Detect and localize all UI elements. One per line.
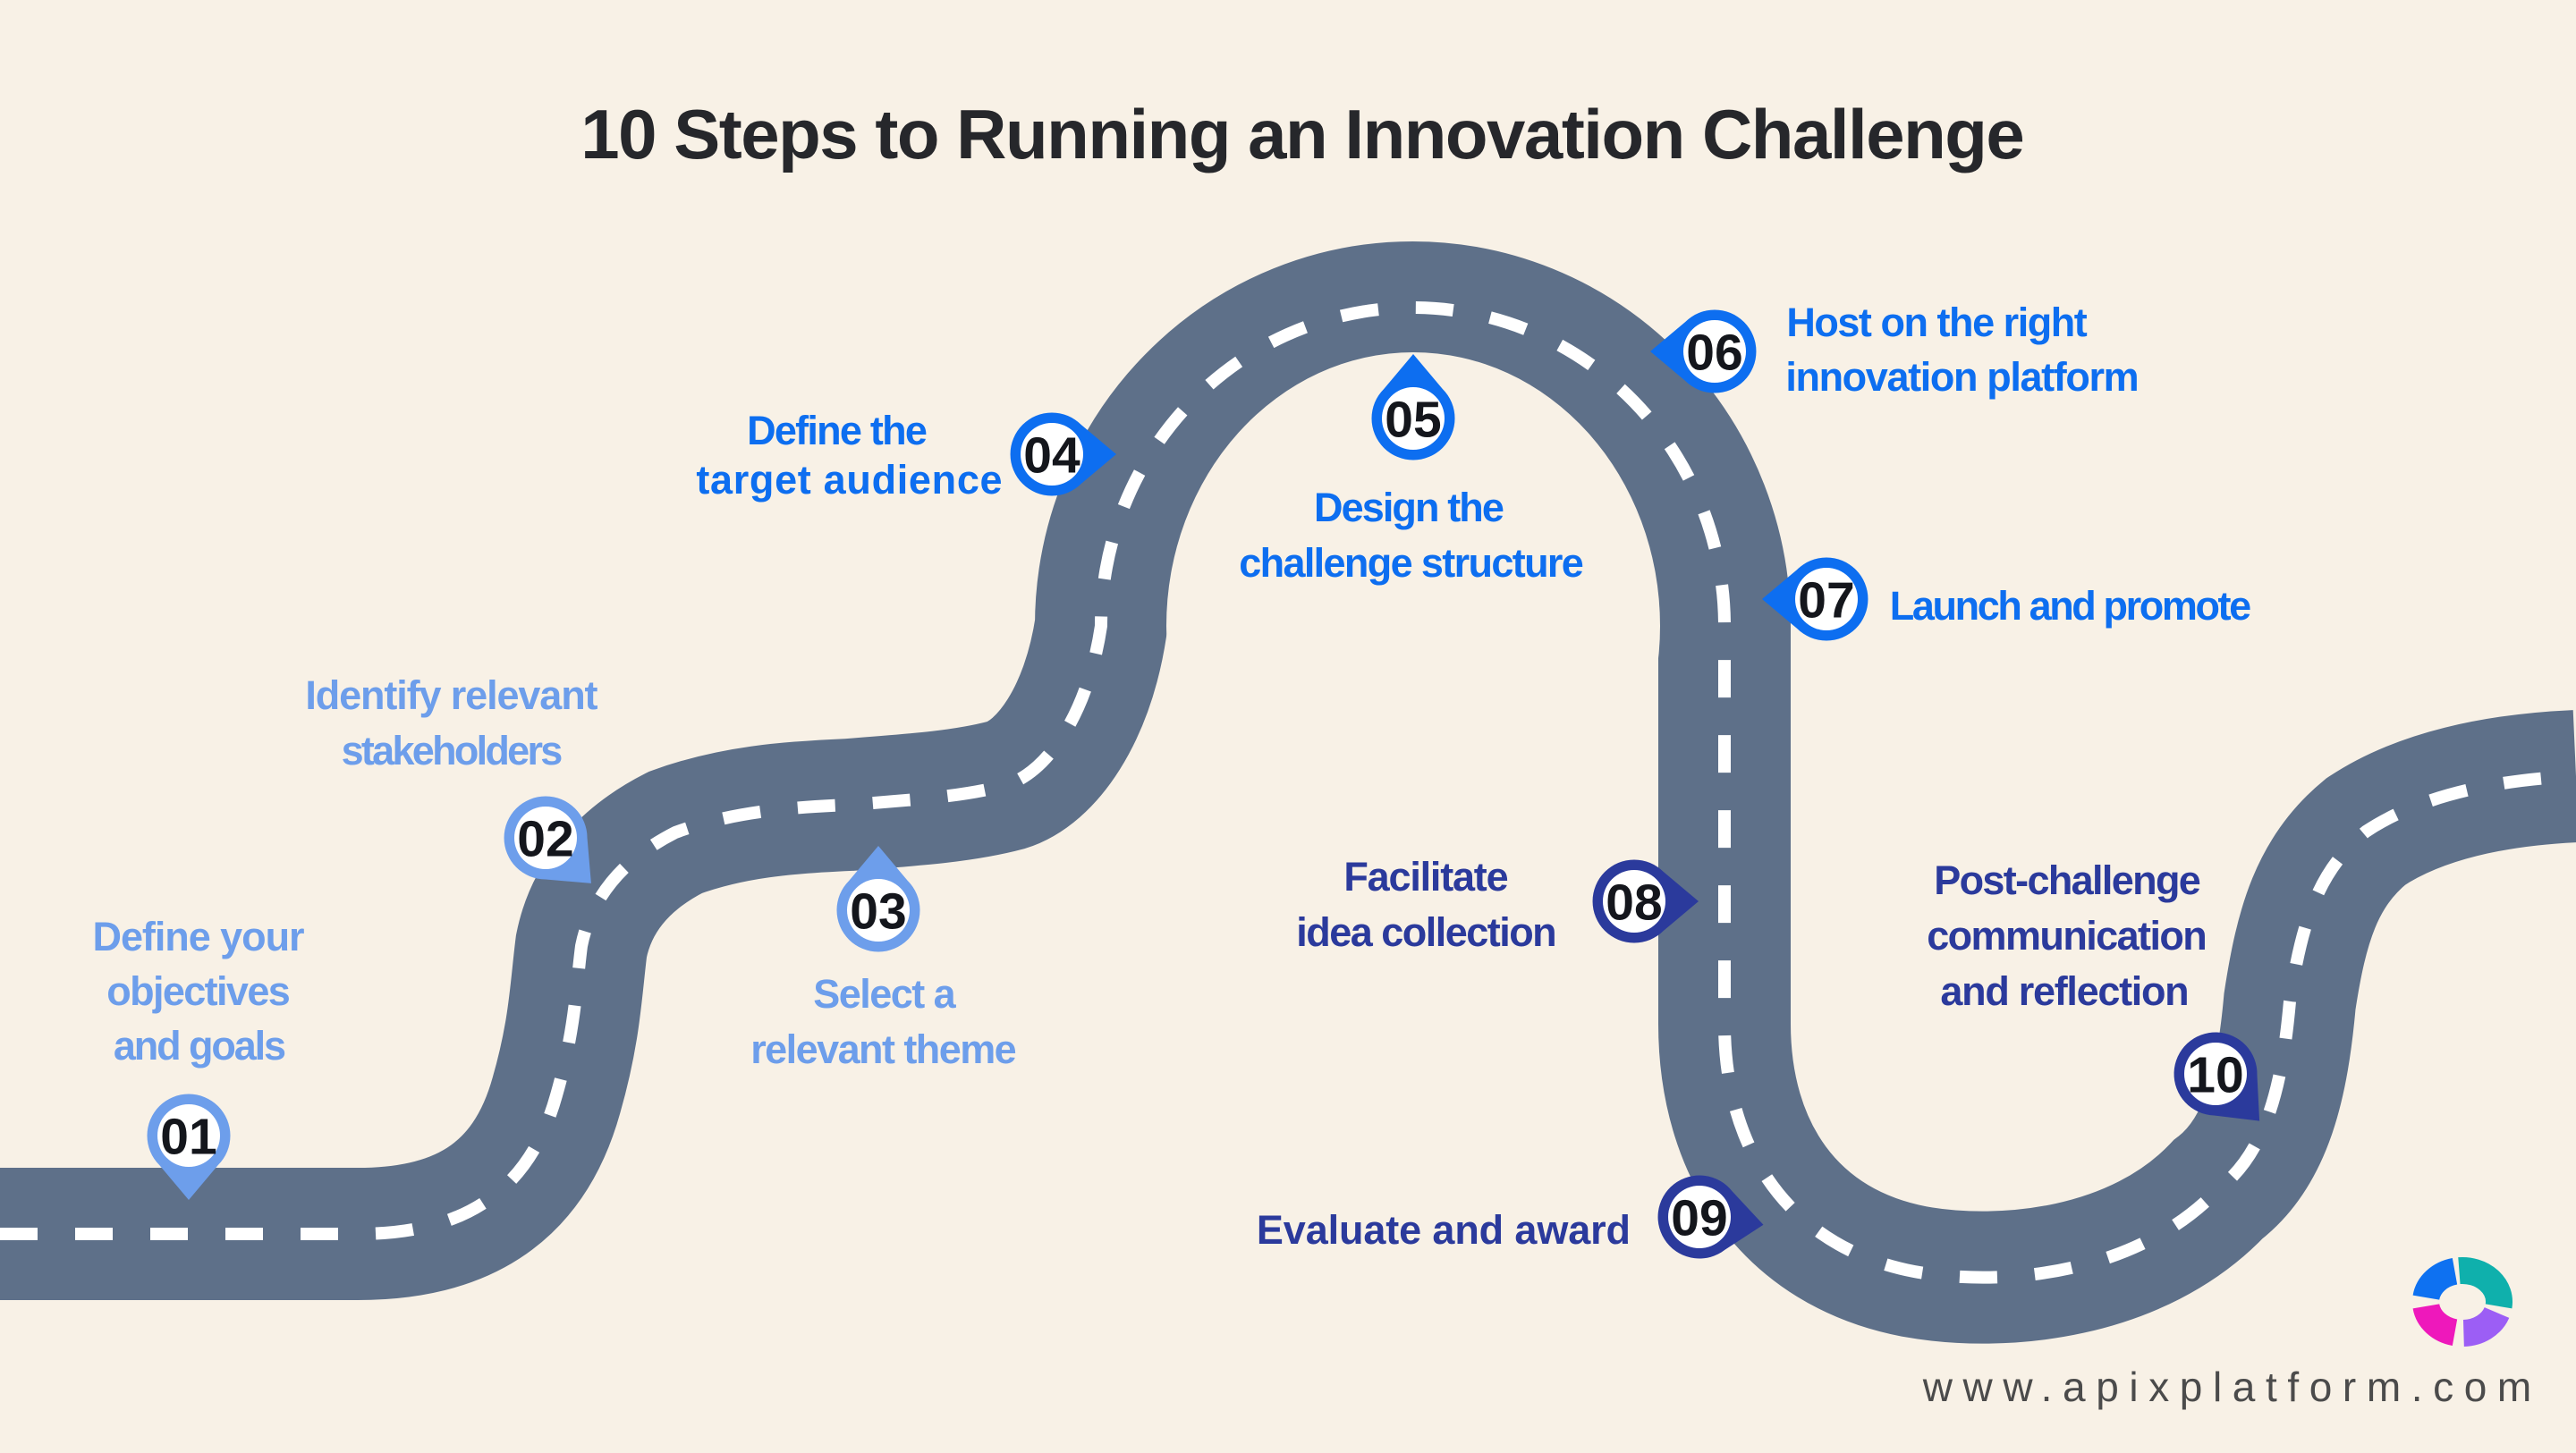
svg-text:Facilitate: Facilitate <box>1343 854 1507 900</box>
svg-text:02: 02 <box>517 811 573 868</box>
svg-text:10: 10 <box>2187 1047 2243 1104</box>
svg-text:10 Steps to Running an Innovat: 10 Steps to Running an Innovation Challe… <box>580 95 2023 173</box>
svg-text:Identify relevant: Identify relevant <box>305 672 597 718</box>
svg-text:objectives: objectives <box>106 968 290 1014</box>
svg-text:and goals: and goals <box>114 1023 285 1069</box>
svg-text:04: 04 <box>1023 427 1080 485</box>
svg-text:relevant theme: relevant theme <box>750 1026 1015 1072</box>
svg-text:challenge structure: challenge structure <box>1239 540 1583 586</box>
svg-text:05: 05 <box>1385 392 1441 449</box>
svg-text:Define your: Define your <box>93 914 305 959</box>
svg-text:07: 07 <box>1798 572 1854 629</box>
svg-text:communication: communication <box>1927 913 2206 959</box>
svg-text:03: 03 <box>850 883 906 941</box>
svg-text:Define the: Define the <box>747 408 927 453</box>
svg-text:09: 09 <box>1671 1190 1727 1247</box>
svg-text:06: 06 <box>1686 325 1742 382</box>
svg-text:www.apixplatform.com: www.apixplatform.com <box>1922 1364 2542 1410</box>
svg-text:Launch and promote: Launch and promote <box>1890 583 2250 629</box>
svg-text:01: 01 <box>160 1109 216 1166</box>
svg-text:Post-challenge: Post-challenge <box>1934 857 2200 903</box>
svg-text:idea collection: idea collection <box>1296 909 1555 955</box>
svg-text:and reflection: and reflection <box>1940 968 2188 1014</box>
svg-text:Select a: Select a <box>813 971 956 1017</box>
svg-text:innovation platform: innovation platform <box>1785 354 2138 400</box>
svg-text:stakeholders: stakeholders <box>342 728 563 773</box>
svg-text:Design the: Design the <box>1314 485 1504 530</box>
svg-text:Host on the right: Host on the right <box>1786 300 2087 345</box>
svg-text:08: 08 <box>1606 874 1662 932</box>
svg-text:target audience: target audience <box>696 457 1003 503</box>
svg-text:Evaluate and award: Evaluate and award <box>1257 1207 1631 1253</box>
